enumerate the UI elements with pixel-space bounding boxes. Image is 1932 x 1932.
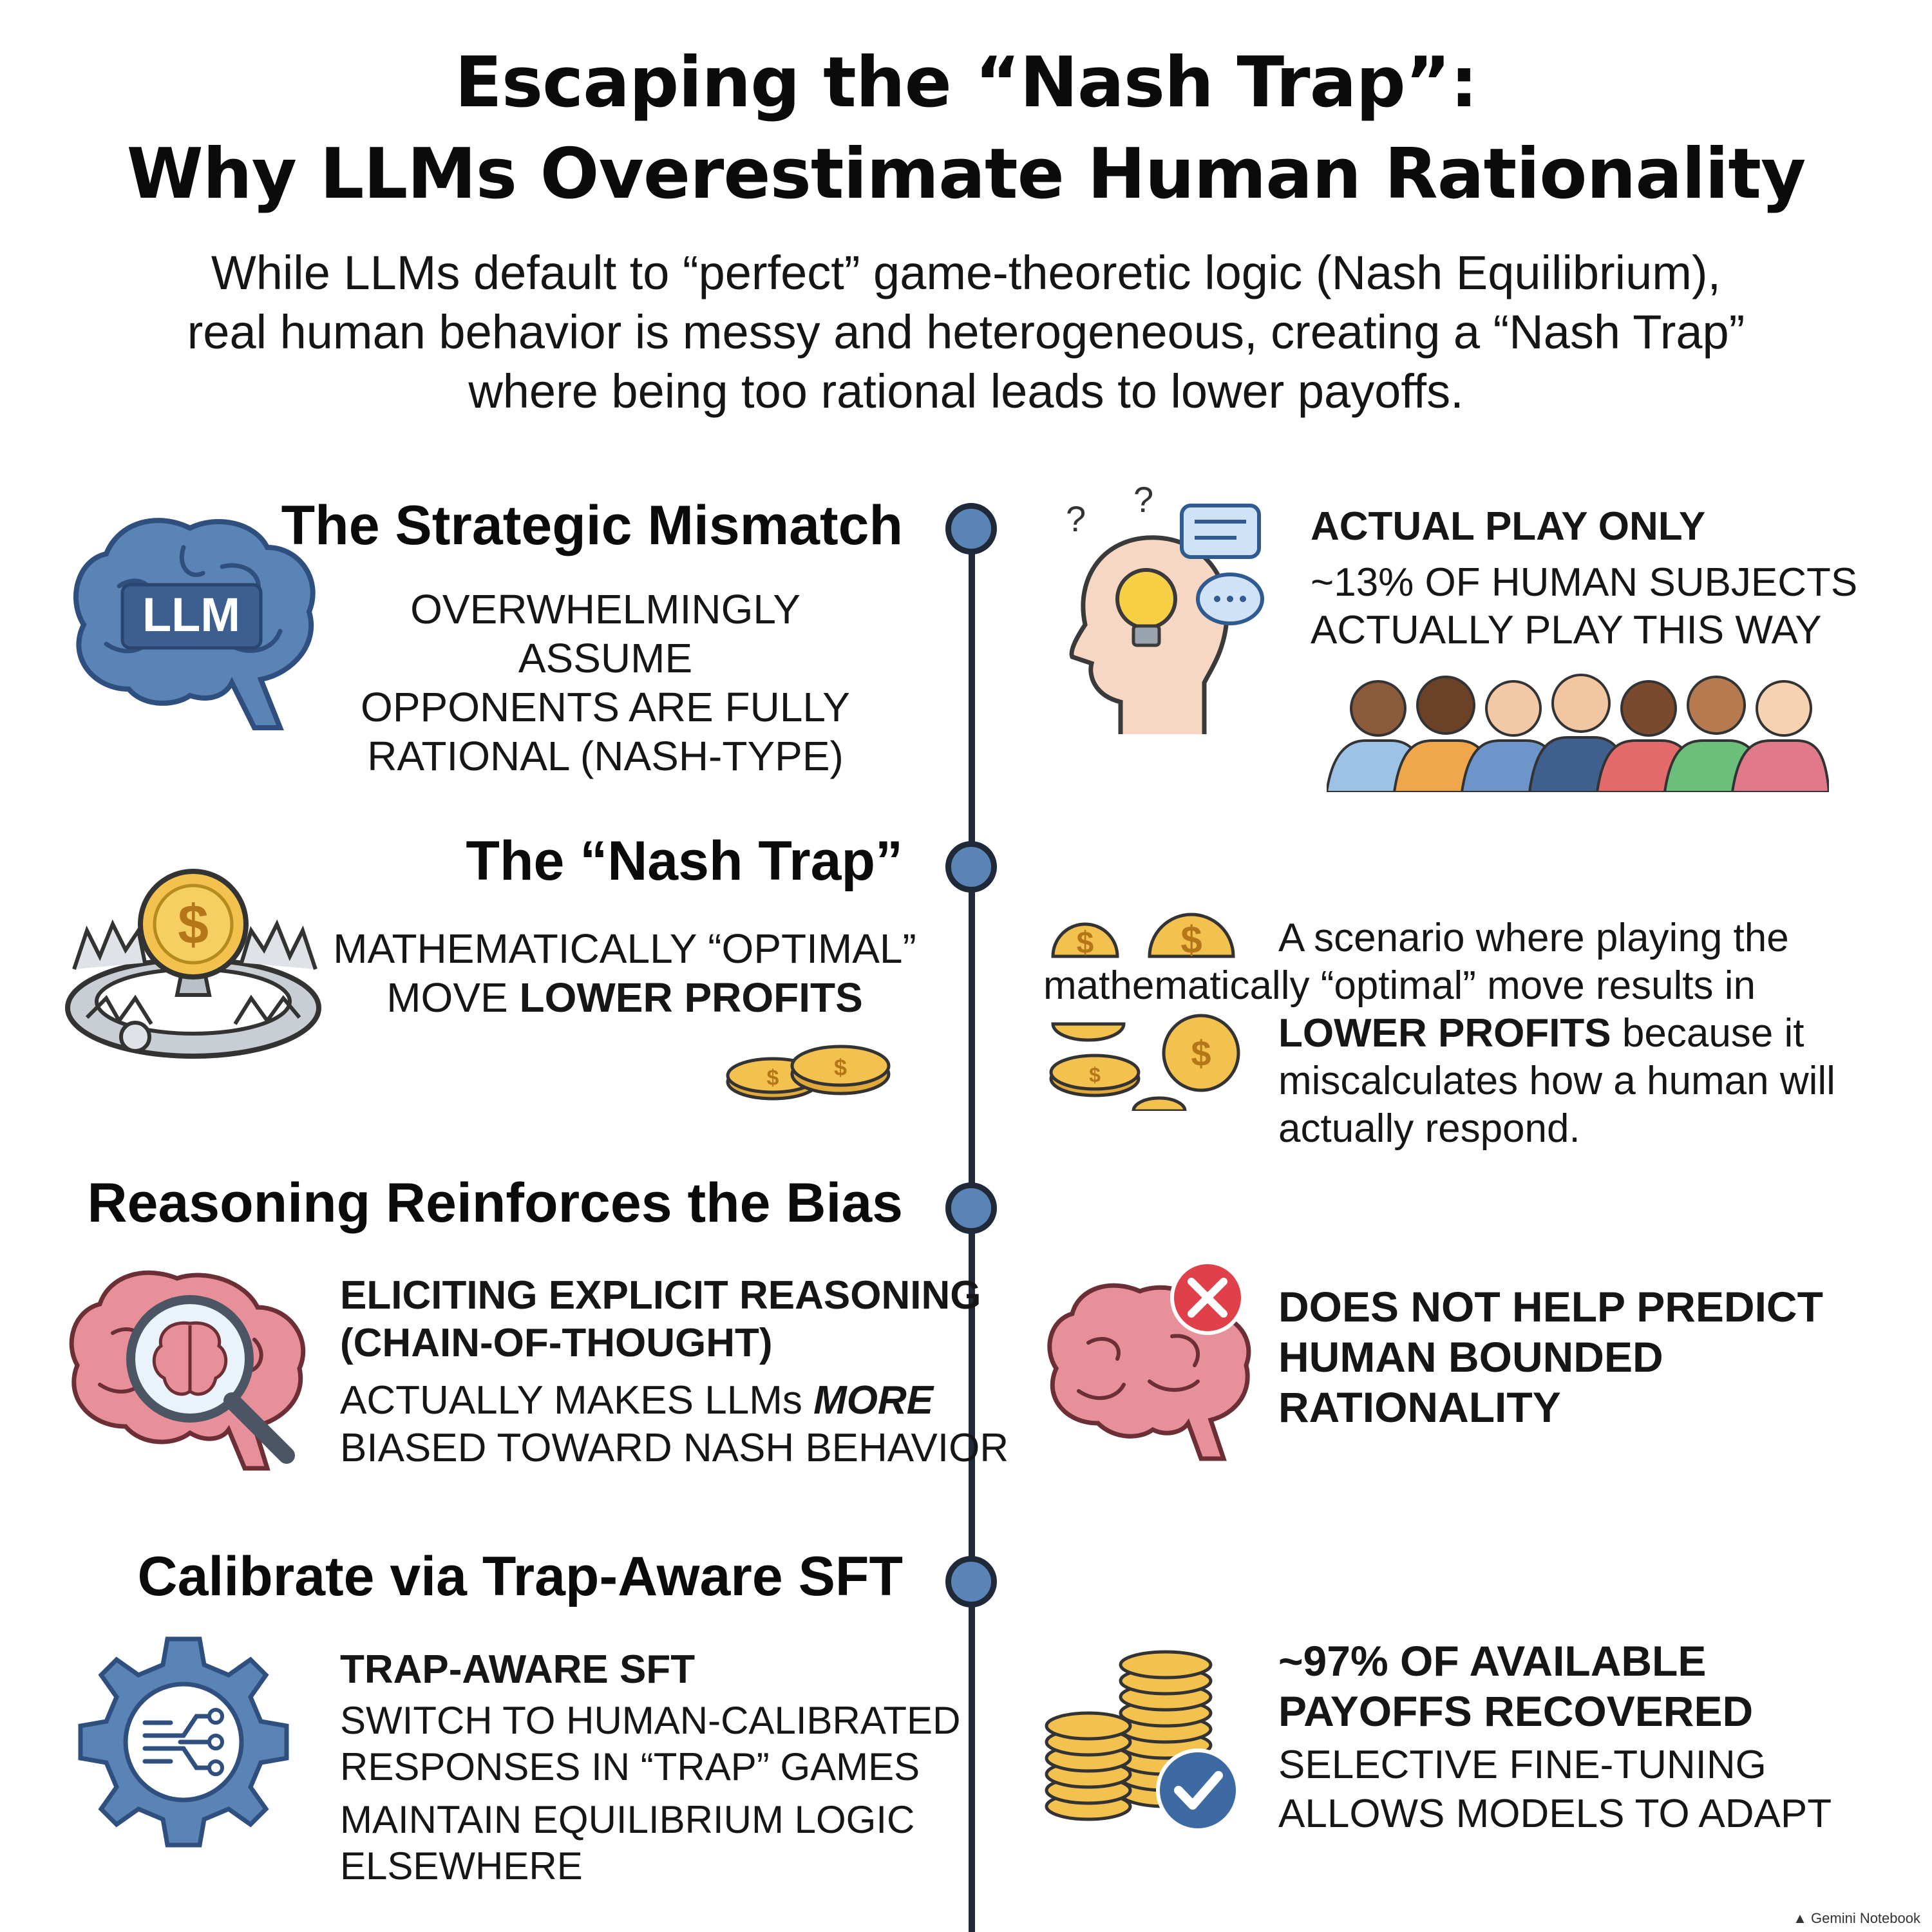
svg-text:$: $ bbox=[767, 1066, 779, 1090]
section3-right-line2: HUMAN BOUNDED bbox=[1278, 1333, 1663, 1381]
section3-left-heading-line1: ELICITING EXPLICIT REASONING bbox=[340, 1273, 981, 1318]
section2-right-line1: A scenario where playing the bbox=[1278, 916, 1789, 960]
section4-left-heading: TRAP-AWARE SFT bbox=[340, 1647, 696, 1692]
notebook-icon: ▲ bbox=[1793, 1910, 1812, 1926]
section2-left-line2: MOVE LOWER PROFITS bbox=[328, 973, 921, 1022]
section2-left-text: MATHEMATICALLY “OPTIMAL” MOVE LOWER PROF… bbox=[328, 924, 921, 1022]
svg-text:?: ? bbox=[1066, 498, 1086, 539]
section3-left-heading-line2: (CHAIN-OF-THOUGHT) bbox=[340, 1321, 773, 1365]
section3-left-text: ACTUALLY MAKES LLMs MORE BIASED TOWARD N… bbox=[340, 1377, 1009, 1472]
subtitle-line1: While LLMs default to “perfect” game-the… bbox=[211, 246, 1721, 299]
section1-right-heading: ACTUAL PLAY ONLY bbox=[1311, 504, 1706, 549]
brain-error-icon bbox=[1043, 1259, 1256, 1472]
section4-left-line4: ELSEWHERE bbox=[340, 1844, 583, 1888]
section3-left-line1: ACTUALLY MAKES LLMs MORE bbox=[340, 1377, 1009, 1425]
section4-right-line2: ALLOWS MODELS TO ADAPT bbox=[1278, 1792, 1832, 1836]
section4-left-line2: RESPONSES IN “TRAP” GAMES bbox=[340, 1745, 920, 1788]
llm-label: LLM bbox=[142, 588, 240, 641]
bear-trap-coin-icon: $ bbox=[61, 866, 325, 1066]
section4-left-text: SWITCH TO HUMAN-CALIBRATED RESPONSES IN … bbox=[340, 1698, 960, 1889]
section2-right-line3-plain: because it bbox=[1611, 1011, 1804, 1056]
section2-right-line3-bold: LOWER PROFITS bbox=[1278, 1011, 1611, 1056]
section-title-reasoning: Reasoning Reinforces the Bias bbox=[87, 1172, 903, 1234]
section2-right-line3: LOWER PROFITS because it bbox=[1278, 1010, 1804, 1057]
page-subtitle: While LLMs default to “perfect” game-the… bbox=[97, 243, 1835, 421]
gold-coins-icon: $ $ bbox=[724, 1030, 898, 1104]
section2-right-line4: miscalculates how a human will bbox=[1278, 1059, 1835, 1103]
section4-left-line3: MAINTAIN EQUILIBRIUM LOGIC bbox=[340, 1798, 915, 1841]
subtitle-line2: real human behavior is messy and heterog… bbox=[187, 305, 1745, 359]
svg-text:$: $ bbox=[1077, 926, 1094, 960]
gear-circuit-icon bbox=[77, 1636, 290, 1848]
timeline-node-1 bbox=[945, 503, 997, 554]
brain-magnifier-icon bbox=[61, 1262, 319, 1481]
section3-right-line3: RATIONALITY bbox=[1278, 1383, 1561, 1431]
section1-left-text: OVERWHELMINGLY ASSUME OPPONENTS ARE FULL… bbox=[335, 585, 876, 781]
svg-text:$: $ bbox=[834, 1054, 847, 1081]
scattered-coins-icon: $ $ $ $ bbox=[1043, 892, 1256, 1111]
timeline-node-4 bbox=[945, 1556, 997, 1607]
subtitle-line3: where being too rational leads to lower … bbox=[468, 365, 1464, 418]
page-title-line1: Escaping the “Nash Trap”: bbox=[455, 43, 1478, 123]
section1-right-text: ~13% OF HUMAN SUBJECTS ACTUALLY PLAY THI… bbox=[1311, 559, 1857, 654]
section3-left-line2: BIASED TOWARD NASH BEHAVIOR bbox=[340, 1426, 1009, 1470]
section4-right-line1: SELECTIVE FINE-TUNING bbox=[1278, 1743, 1766, 1787]
section-title-nash-trap: The “Nash Trap” bbox=[466, 830, 903, 892]
section2-left-line1: MATHEMATICALLY “OPTIMAL” bbox=[333, 925, 916, 972]
thinking-head-lightbulb-icon: ? ? bbox=[1043, 483, 1275, 741]
timeline-node-3 bbox=[945, 1182, 997, 1234]
section3-left-line1-em: MORE bbox=[813, 1378, 934, 1423]
diverse-people-group-icon bbox=[1327, 670, 1829, 792]
svg-text:$: $ bbox=[1089, 1063, 1101, 1086]
llm-brain-icon: LLM bbox=[61, 509, 325, 741]
section4-right-heading-line2: PAYOFFS RECOVERED bbox=[1278, 1687, 1754, 1735]
section1-left-line2: OPPONENTS ARE FULLY bbox=[361, 684, 850, 730]
section1-right-line1: ~13% OF HUMAN SUBJECTS bbox=[1311, 560, 1858, 605]
section2-right-line2: mathematically “optimal” move results in bbox=[1043, 962, 1763, 1010]
svg-text:$: $ bbox=[178, 894, 209, 956]
section1-right-line2: ACTUALLY PLAY THIS WAY bbox=[1311, 608, 1822, 652]
section3-right-heading: DOES NOT HELP PREDICT HUMAN BOUNDED RATI… bbox=[1278, 1282, 1823, 1432]
coin-stacks-check-icon bbox=[1043, 1633, 1256, 1839]
gemini-notebook-watermark: ▲ Gemini Notebook bbox=[1793, 1910, 1920, 1927]
section4-right-text: SELECTIVE FINE-TUNING ALLOWS MODELS TO A… bbox=[1278, 1741, 1832, 1839]
svg-text:$: $ bbox=[1180, 918, 1202, 961]
section3-left-line1-plain: ACTUALLY MAKES LLMs bbox=[340, 1378, 814, 1423]
section3-right-line1: DOES NOT HELP PREDICT bbox=[1278, 1283, 1823, 1331]
section4-right-heading: ~97% OF AVAILABLE PAYOFFS RECOVERED bbox=[1278, 1636, 1753, 1736]
section3-left-heading: ELICITING EXPLICIT REASONING (CHAIN-OF-T… bbox=[340, 1272, 981, 1367]
section1-left-line1: OVERWHELMINGLY ASSUME bbox=[410, 586, 800, 681]
section4-left-line1: SWITCH TO HUMAN-CALIBRATED bbox=[340, 1699, 961, 1742]
section1-left-line3: RATIONAL (NASH-TYPE) bbox=[367, 733, 844, 779]
section-title-strategic-mismatch: The Strategic Mismatch bbox=[281, 495, 903, 556]
svg-text:?: ? bbox=[1133, 483, 1153, 520]
page-title-line2: Why LLMs Overestimate Human Rationality bbox=[126, 134, 1806, 214]
section2-right-line5: actually respond. bbox=[1278, 1106, 1580, 1151]
svg-text:$: $ bbox=[1191, 1033, 1211, 1074]
section2-left-line2-bold: LOWER PROFITS bbox=[519, 974, 863, 1021]
section-title-calibrate: Calibrate via Trap-Aware SFT bbox=[137, 1546, 903, 1607]
timeline-node-2 bbox=[945, 841, 997, 893]
section2-left-line2-plain: MOVE bbox=[386, 974, 520, 1021]
section4-right-heading-line1: ~97% OF AVAILABLE bbox=[1278, 1637, 1707, 1685]
footer-label: Gemini Notebook bbox=[1811, 1910, 1920, 1926]
